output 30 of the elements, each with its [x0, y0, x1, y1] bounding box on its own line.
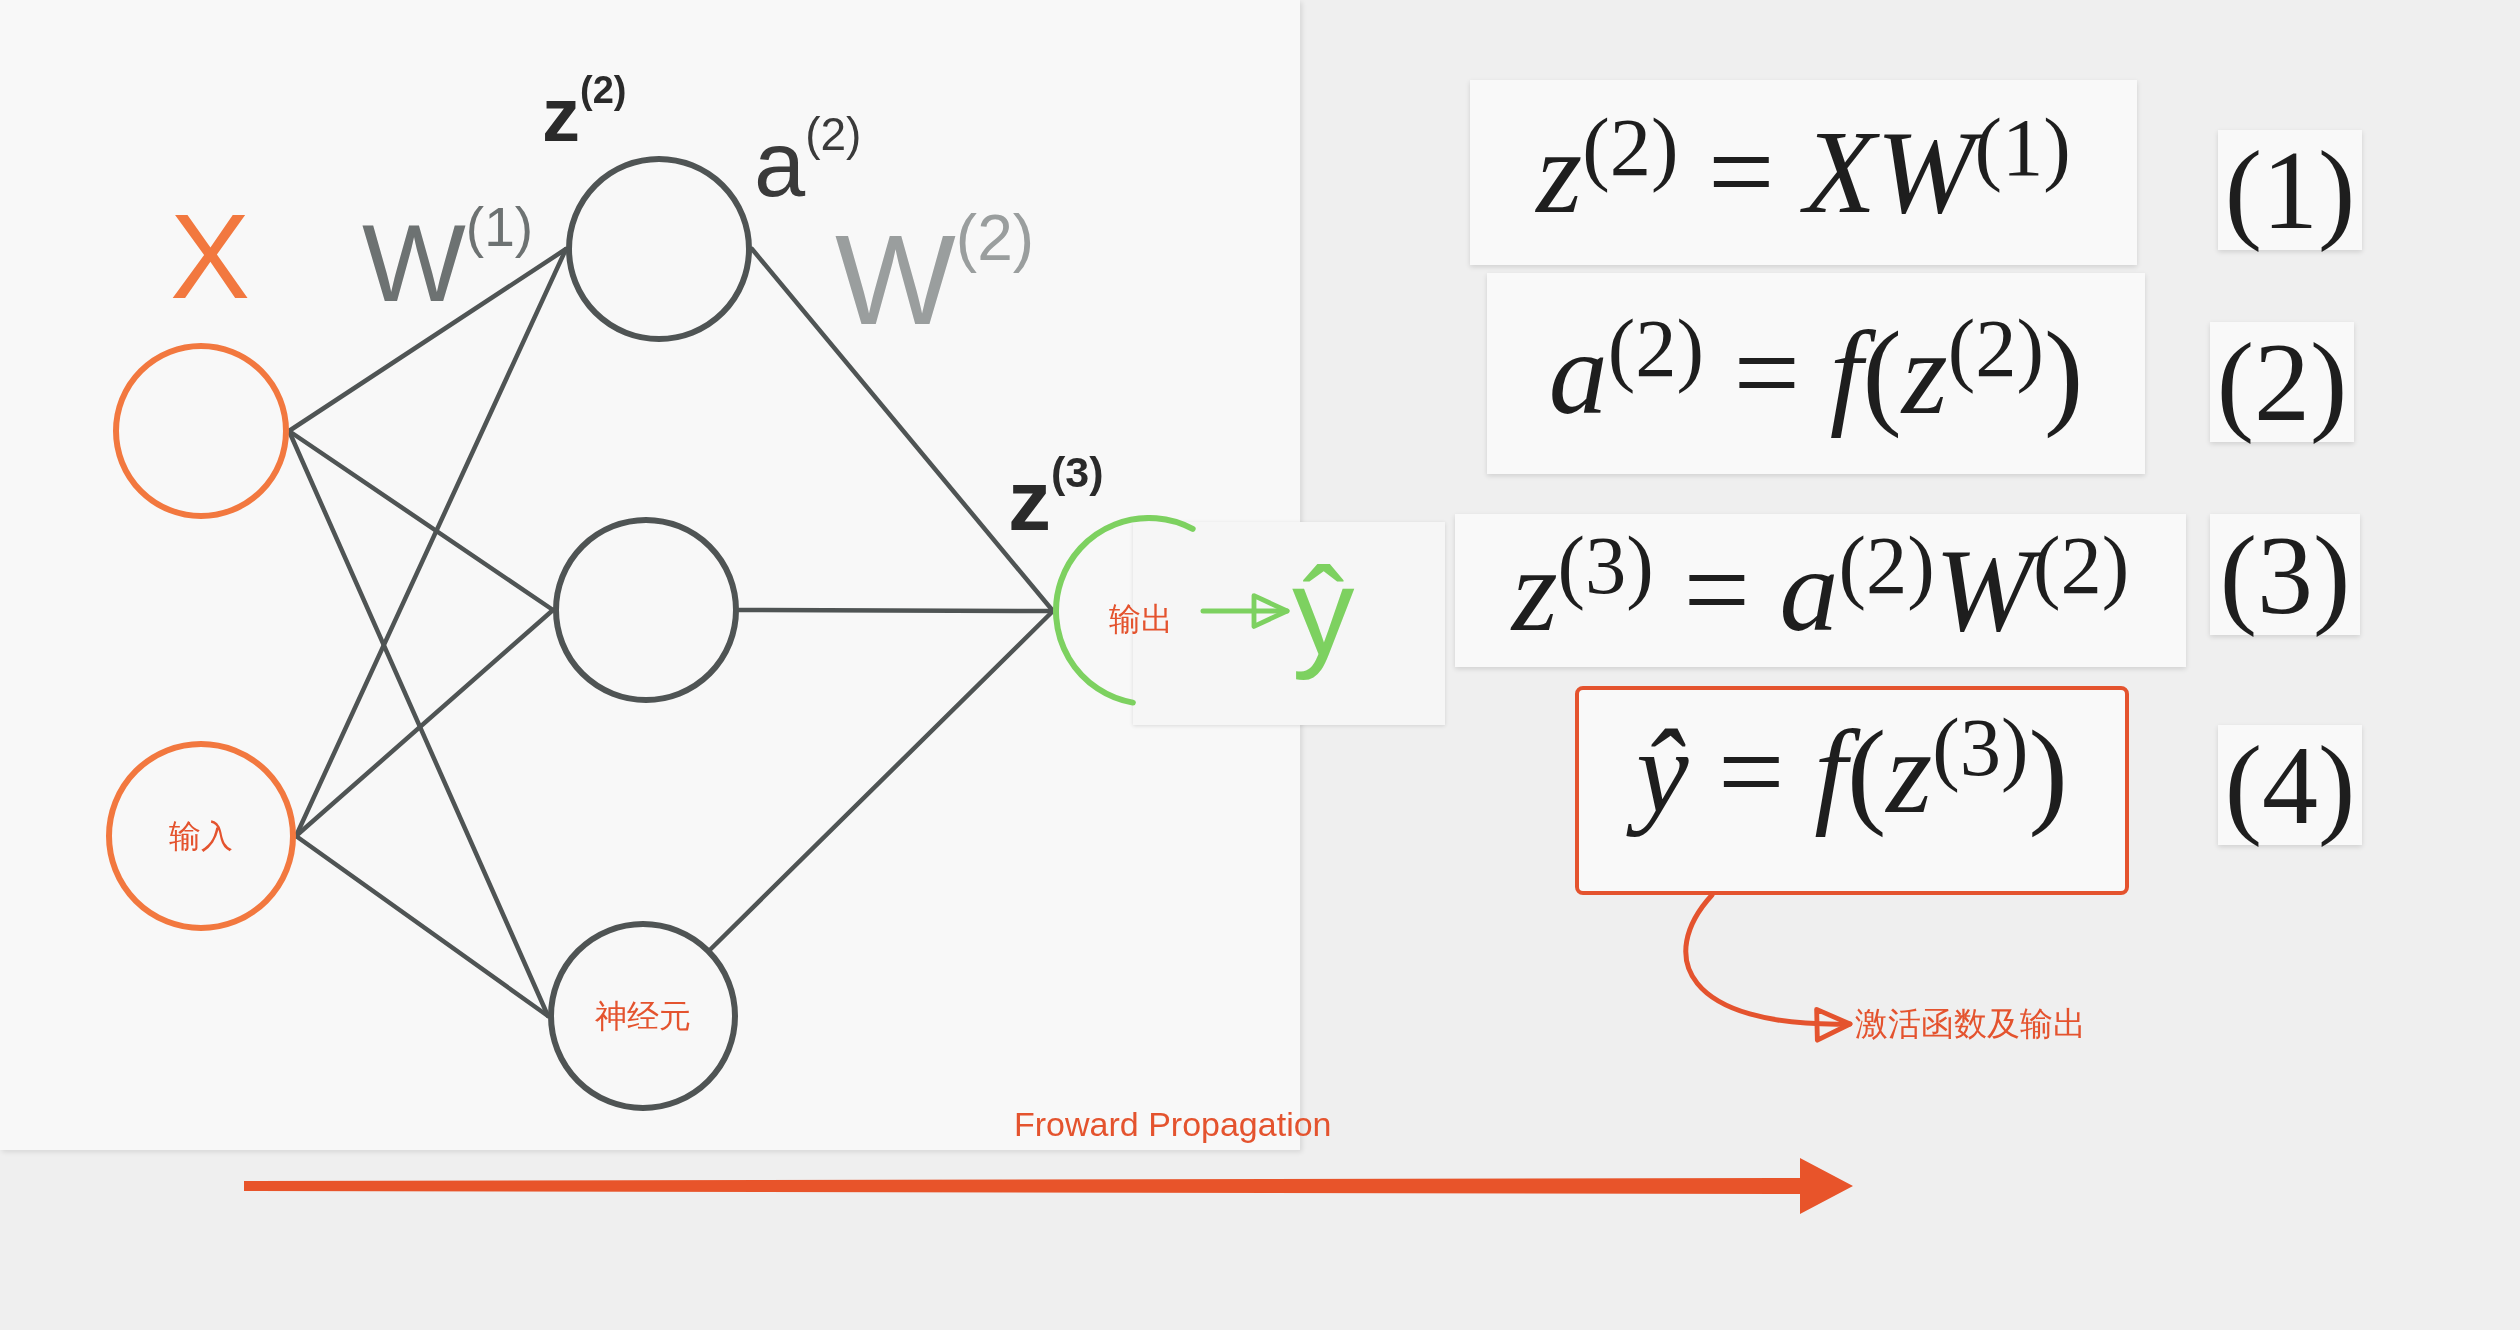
connection-line	[293, 833, 551, 1019]
direction-label: Froward Propagation	[1014, 1104, 1332, 1145]
equation-card	[1455, 514, 2186, 667]
layer-label: X	[170, 196, 251, 316]
neuron-label: 神经元	[595, 996, 691, 1036]
equation: a$^{(2)}$ = f(z$^{(2)}$)	[1547, 300, 2085, 441]
weight-label: W$^{(1)}$	[362, 195, 534, 326]
equation-card	[1470, 80, 2137, 265]
arrow	[1200, 593, 1290, 629]
annotation-label: 激活函数及输出	[1855, 1004, 2086, 1044]
highlight-box	[1575, 686, 2129, 895]
hidden-neuron-circle	[548, 921, 738, 1111]
hidden-neuron-circle	[566, 156, 752, 342]
equation: z$^{(3)}$ = a$^{(2)}$W$^{(2)}$	[1509, 517, 2131, 658]
equation-number: (2)	[2210, 322, 2354, 442]
equation-card	[1487, 273, 2145, 474]
input-neuron-circle	[106, 741, 296, 931]
neuron-label: 输出	[1109, 600, 1173, 639]
neuron-label: 输入	[169, 816, 233, 856]
hidden-neuron-circle	[553, 517, 739, 703]
arrow	[1683, 892, 1853, 1042]
input-neuron-circle	[113, 343, 289, 519]
equation: ŷ = f(z$^{(3)}$)	[1620, 696, 2084, 850]
equation-number: (3)	[2210, 514, 2360, 635]
equation-number: (4)	[2218, 725, 2362, 845]
equation: z$^{(2)}$ = XW$^{(1)}$	[1534, 99, 2072, 240]
layer-label: z$^{(3)}$	[1008, 447, 1104, 550]
y-hat-symbol: ŷ	[1292, 536, 1355, 686]
layer-label: z$^{(2)}$	[542, 68, 627, 159]
equation-number: (1)	[2218, 130, 2362, 250]
